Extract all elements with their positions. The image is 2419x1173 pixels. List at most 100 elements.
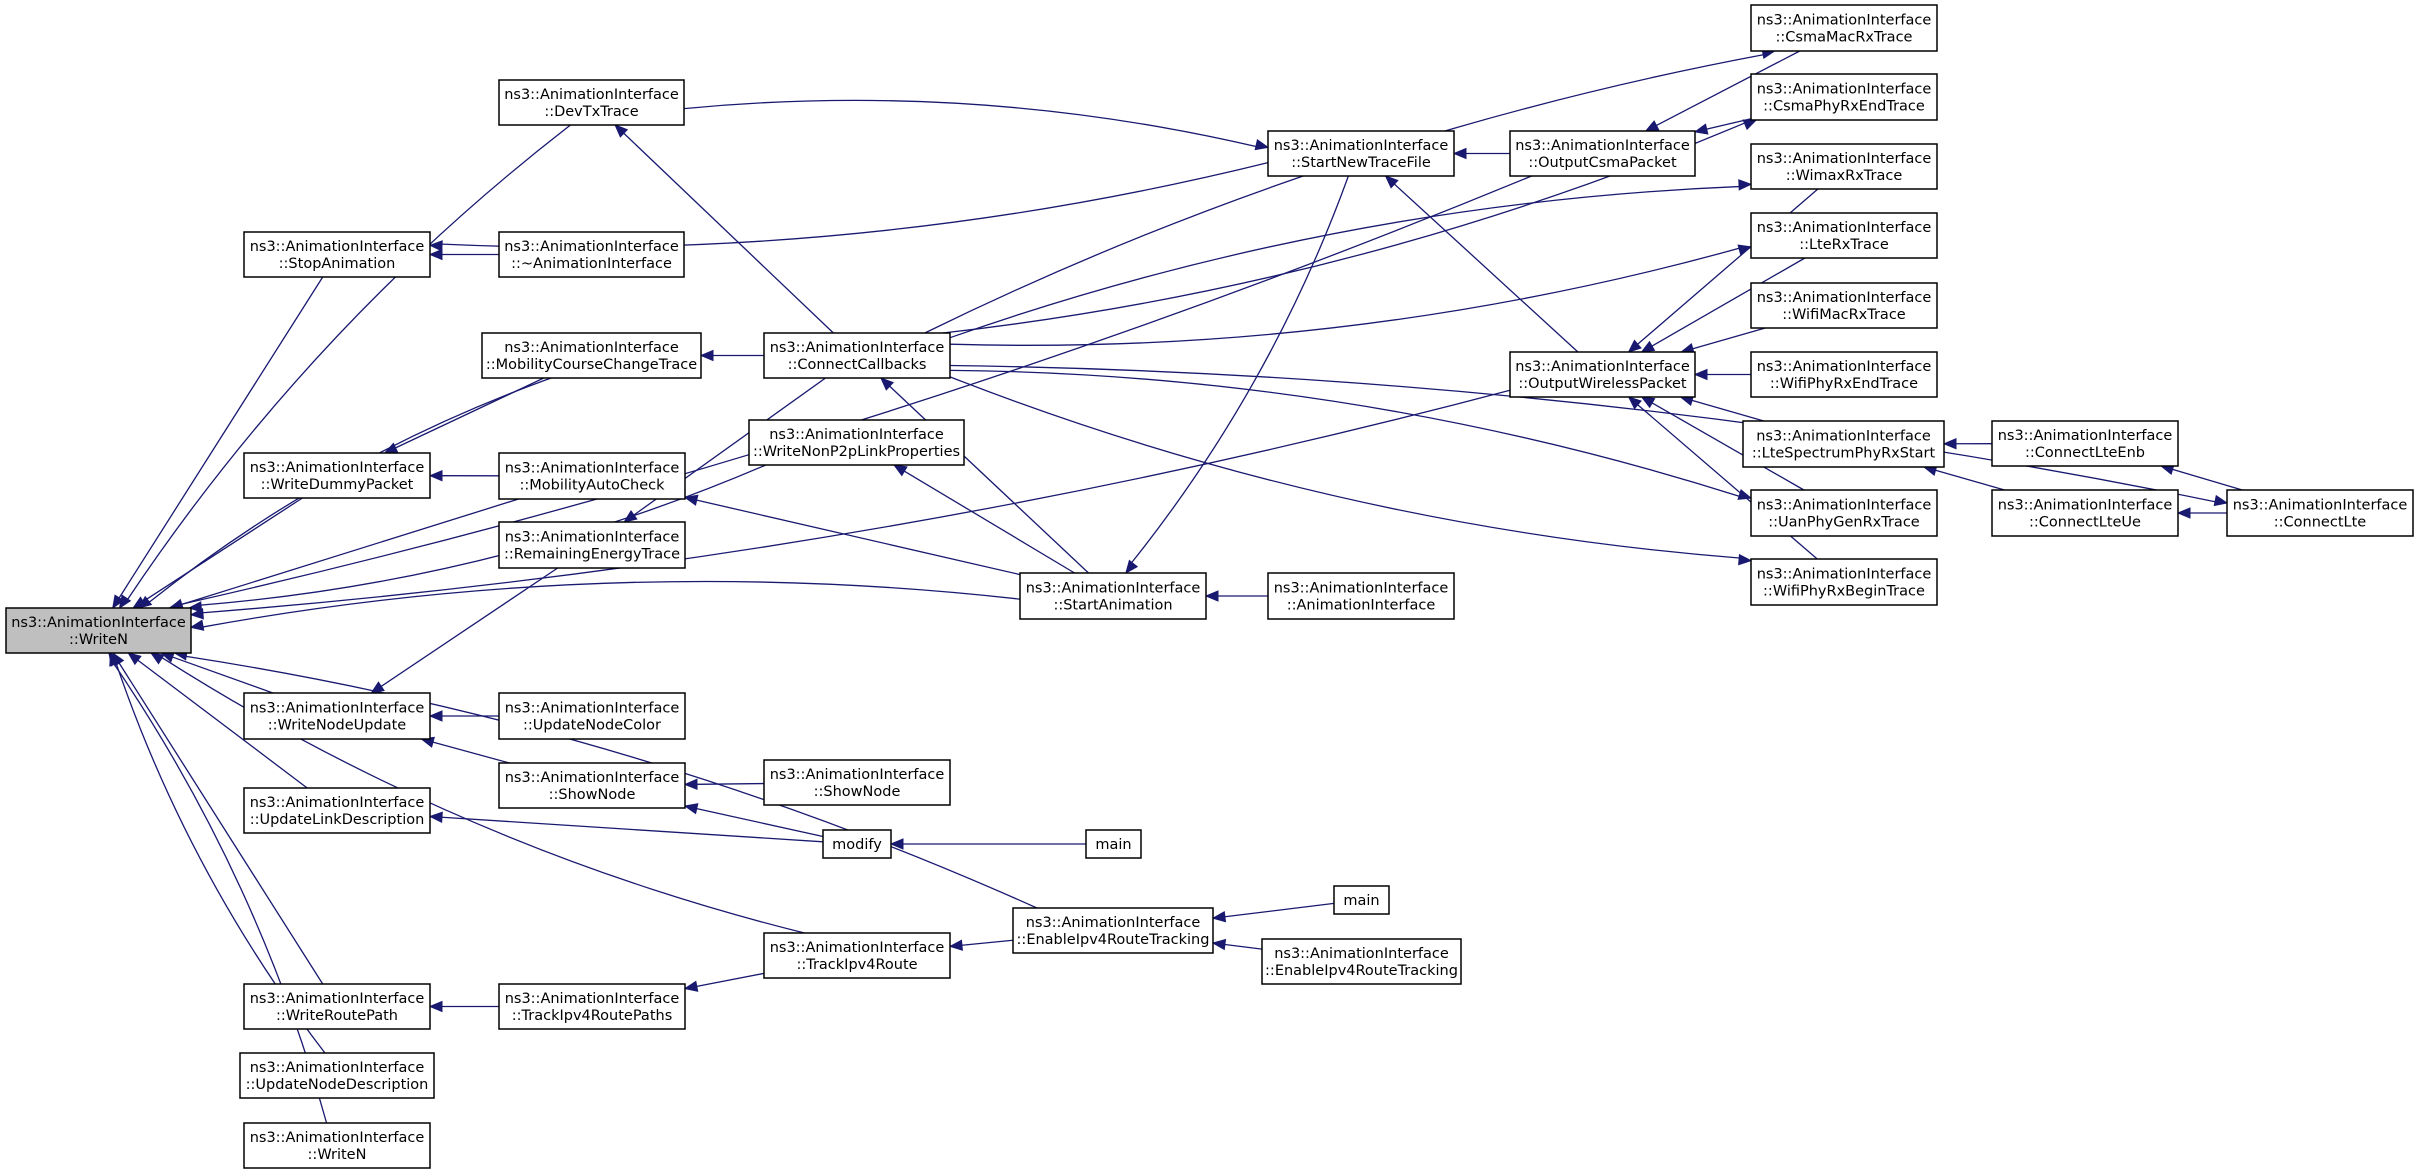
edge-line — [127, 124, 571, 600]
edge-uan-to-outwireless — [1640, 396, 1805, 491]
node-connectlte[interactable]: ns3::AnimationInterface::ConnectLte — [2226, 489, 2414, 537]
edge-line — [172, 656, 274, 694]
node-label: ns3::AnimationInterface — [770, 340, 945, 356]
edge-line — [432, 741, 510, 764]
node-outcsma[interactable]: ns3::AnimationInterface::OutputCsmaPacke… — [1509, 130, 1696, 177]
edge-startanim-to-writen_root — [189, 580, 1021, 631]
edge-connectcb-to-uan — [949, 369, 1753, 500]
node-connectlteenb[interactable]: ns3::AnimationInterface::ConnectLteEnb — [1991, 420, 2179, 467]
node-box — [243, 231, 431, 278]
node-main1[interactable]: main — [1085, 829, 1142, 859]
node-box — [498, 983, 686, 1030]
node-label: ::UpdateNodeDescription — [246, 1077, 429, 1093]
arrowhead-icon — [1738, 179, 1753, 191]
arrowhead-icon — [1742, 119, 1758, 131]
node-trackipv4route[interactable]: ns3::AnimationInterface::TrackIpv4Route — [763, 932, 951, 979]
edge-writedummy-to-writen_root — [132, 497, 303, 609]
edge-line — [889, 385, 1089, 574]
arrowhead-icon — [1640, 396, 1656, 409]
node-shownode1[interactable]: ns3::AnimationInterface::ShowNode — [498, 762, 686, 809]
node-csmamac[interactable]: ns3::AnimationInterface::CsmaMacRxTrace — [1750, 4, 1938, 52]
node-enableipv4[interactable]: ns3::AnimationInterface::EnableIpv4Route… — [1012, 907, 1214, 954]
node-box — [1267, 572, 1455, 620]
node-connectlteue[interactable]: ns3::AnimationInterface::ConnectLteUe — [1991, 489, 2179, 537]
node-box — [1267, 130, 1455, 177]
edge-line — [202, 389, 1511, 614]
edge-line — [696, 972, 765, 987]
edge-startanim-to-mobauto — [683, 494, 1021, 576]
node-wifiphybegin[interactable]: ns3::AnimationInterface::WifiPhyRxBeginT… — [1750, 558, 1938, 606]
node-box — [1742, 420, 1945, 468]
edge-main1-to-modify — [889, 838, 1087, 850]
node-label: ::MobilityCourseChangeTrace — [486, 357, 697, 373]
arrowhead-icon — [189, 619, 205, 631]
node-writen_overload[interactable]: ns3::AnimationInterface::WriteN — [243, 1122, 431, 1169]
node-box — [1750, 489, 1938, 537]
node-box — [243, 787, 431, 834]
node-ltespec[interactable]: ns3::AnimationInterface::LteSpectrumPhyR… — [1742, 420, 1945, 468]
node-outwireless[interactable]: ns3::AnimationInterface::OutputWirelessP… — [1509, 351, 1696, 398]
node-remenergy[interactable]: ns3::AnimationInterface::RemainingEnergy… — [498, 521, 686, 569]
edge-line — [623, 132, 834, 334]
node-label: ns3::AnimationInterface — [11, 615, 186, 631]
node-writen_root[interactable]: ns3::AnimationInterface::WriteN — [5, 607, 192, 654]
edge-mobcourse-to-writedummy — [383, 377, 545, 454]
node-label: modify — [832, 837, 882, 853]
node-updatenodedesc[interactable]: ns3::AnimationInterface::UpdateNodeDescr… — [239, 1052, 435, 1099]
node-mobcourse[interactable]: ns3::AnimationInterface::MobilityCourseC… — [481, 332, 702, 379]
node-label: ns3::AnimationInterface — [770, 767, 945, 783]
node-lterx[interactable]: ns3::AnimationInterface::LteRxTrace — [1750, 212, 1938, 259]
edge-line — [949, 247, 1740, 346]
arrowhead-icon — [428, 469, 443, 482]
arrowhead-icon — [683, 803, 699, 815]
node-writedummy[interactable]: ns3::AnimationInterface::WriteDummyPacke… — [243, 452, 431, 499]
node-box — [243, 1122, 431, 1169]
node-updatenodecolor[interactable]: ns3::AnimationInterface::UpdateNodeColor — [498, 692, 686, 740]
edge-connectlteue-to-ltespec — [1922, 464, 2005, 491]
node-label: ns3::AnimationInterface — [250, 795, 425, 811]
node-label: ::TrackIpv4RoutePaths — [512, 1008, 673, 1024]
node-box — [763, 759, 951, 806]
node-writenodeupdate[interactable]: ns3::AnimationInterface::WriteNodeUpdate — [243, 692, 431, 740]
edge-startnewtrace-to-startanim — [1125, 175, 1350, 575]
edge-updatenodecolor-to-writenodeupdate — [428, 710, 499, 722]
node-label: ::WriteRoutePath — [276, 1008, 398, 1024]
node-dtor[interactable]: ns3::AnimationInterface::~AnimationInter… — [498, 231, 685, 278]
node-trackipv4paths[interactable]: ns3::AnimationInterface::TrackIpv4RouteP… — [498, 983, 686, 1030]
node-main2[interactable]: main — [1333, 885, 1390, 915]
node-writeroutepath[interactable]: ns3::AnimationInterface::WriteRoutePath — [243, 983, 431, 1030]
node-startanim[interactable]: ns3::AnimationInterface::StartAnimation — [1019, 572, 1207, 620]
node-wifiphyend[interactable]: ns3::AnimationInterface::WifiPhyRxEndTra… — [1750, 351, 1938, 398]
node-wifimac[interactable]: ns3::AnimationInterface::WifiMacRxTrace — [1750, 282, 1938, 329]
node-connectcb[interactable]: ns3::AnimationInterface::ConnectCallback… — [763, 332, 951, 379]
edge-line — [949, 376, 1740, 559]
node-ctor[interactable]: ns3::AnimationInterface::AnimationInterf… — [1267, 572, 1455, 620]
node-label: ns3::AnimationInterface — [1757, 567, 1932, 583]
node-startnewtrace[interactable]: ns3::AnimationInterface::StartNewTraceFi… — [1267, 130, 1455, 177]
node-updatelinkdesc[interactable]: ns3::AnimationInterface::UpdateLinkDescr… — [243, 787, 431, 834]
node-box — [1750, 351, 1938, 398]
node-wimax[interactable]: ns3::AnimationInterface::WimaxRxTrace — [1750, 143, 1938, 190]
node-label: ns3::AnimationInterface — [1515, 359, 1690, 375]
arrowhead-icon — [1211, 910, 1227, 923]
edge-line — [1637, 188, 1819, 345]
edge-line — [1224, 943, 1263, 950]
node-label: ns3::AnimationInterface — [1274, 946, 1449, 962]
edge-line — [118, 276, 324, 599]
node-label: ns3::AnimationInterface — [1274, 138, 1449, 154]
node-modify[interactable]: modify — [822, 829, 892, 859]
node-devtx[interactable]: ns3::AnimationInterface::DevTxTrace — [498, 79, 685, 126]
node-box — [243, 692, 431, 740]
node-shownode2[interactable]: ns3::AnimationInterface::ShowNode — [763, 759, 951, 806]
node-label: ns3::AnimationInterface — [250, 701, 425, 717]
node-uan[interactable]: ns3::AnimationInterface::UanPhyGenRxTrac… — [1750, 489, 1938, 537]
node-csmaphy[interactable]: ns3::AnimationInterface::CsmaPhyRxEndTra… — [1750, 73, 1938, 121]
node-mobauto[interactable]: ns3::AnimationInterface::MobilityAutoChe… — [498, 452, 686, 500]
edge-updatelinkdesc-to-writen_root — [127, 652, 308, 789]
node-stopanim[interactable]: ns3::AnimationInterface::StopAnimation — [243, 231, 431, 278]
edge-enableipv4-to-trackipv4route — [948, 939, 1014, 951]
node-enableipv4b[interactable]: ns3::AnimationInterface::EnableIpv4Route… — [1261, 938, 1462, 985]
node-label: ns3::AnimationInterface — [250, 460, 425, 476]
arrowhead-icon — [623, 510, 638, 523]
node-writenonp2p[interactable]: ns3::AnimationInterface::WriteNonP2pLink… — [748, 419, 965, 466]
